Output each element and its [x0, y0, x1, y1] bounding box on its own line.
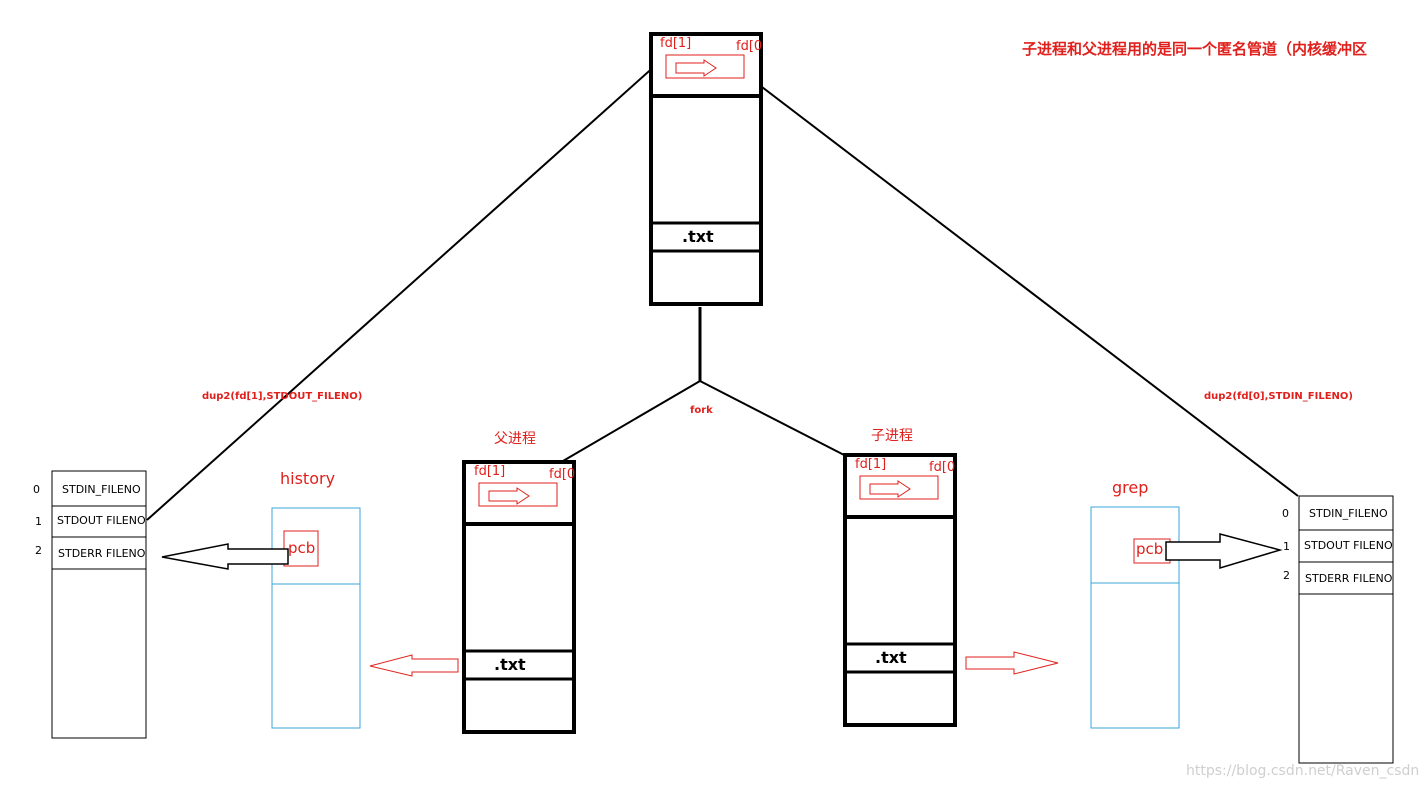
pipe-fd0-label: fd[0 — [736, 39, 763, 54]
child-txt-label: .txt — [875, 648, 907, 667]
left-table-cell: STDIN_FILENO — [62, 483, 141, 496]
child-block — [843, 453, 957, 727]
child-fd0-label: fd[0 — [929, 460, 956, 475]
left-table-cell: STDERR FILENO — [58, 547, 146, 560]
pipe-to-right-table-line — [761, 86, 1299, 497]
watermark: https://blog.csdn.net/Raven_csdn — [1186, 763, 1420, 779]
history-pcb-label: pcb — [288, 539, 316, 557]
parent-fd0-label: fd[0 — [549, 467, 576, 482]
pipe-txt-label: .txt — [682, 227, 714, 246]
fork-to-child-line — [699, 380, 849, 458]
child-fd1-label: fd[1] — [855, 457, 887, 472]
history-to-stderr-arrow-icon — [161, 543, 289, 570]
dup-right-label: dup2(fd[0],STDIN_FILENO) — [1204, 391, 1353, 402]
left-table-index: 0 — [33, 483, 40, 496]
pipe-arrow-icon — [675, 59, 717, 77]
right-table-index: 2 — [1283, 569, 1290, 582]
grep-to-stdout-arrow-icon — [1165, 533, 1283, 570]
pipe-block — [649, 32, 763, 306]
left-fd-table — [51, 470, 147, 739]
right-table-cell: STDIN_FILENO — [1309, 507, 1388, 520]
history-label: history — [280, 469, 336, 488]
fork-label: fork — [690, 405, 713, 416]
history-process-box — [271, 507, 361, 729]
pipe-fd1-label: fd[1] — [660, 36, 692, 51]
dup-left-label: dup2(fd[1],STDOUT_FILENO) — [202, 391, 363, 402]
child-pipe-arrow-icon — [869, 480, 911, 498]
right-table-cell: STDOUT FILENO — [1304, 539, 1393, 552]
child-caption: 子进程 — [871, 428, 913, 444]
fork-to-parent-line — [562, 380, 701, 462]
parent-fd1-label: fd[1] — [474, 464, 506, 479]
parent-caption: 父进程 — [494, 431, 536, 447]
right-table-cell: STDERR FILENO — [1305, 572, 1393, 585]
grep-pcb-label: pcb — [1136, 540, 1164, 558]
right-table-index: 0 — [1282, 507, 1289, 520]
parent-txt-label: .txt — [494, 655, 526, 674]
parent-write-arrow-icon — [369, 654, 459, 677]
parent-block — [462, 460, 576, 734]
child-read-arrow-icon — [965, 651, 1059, 675]
right-table-index: 1 — [1283, 540, 1290, 553]
grep-process-box — [1090, 506, 1180, 729]
left-table-cell: STDOUT FILENO — [57, 514, 146, 527]
grep-label: grep — [1112, 478, 1149, 497]
right-fd-table — [1298, 495, 1394, 764]
left-table-index: 2 — [35, 544, 42, 557]
parent-pipe-arrow-icon — [488, 487, 530, 505]
left-table-index: 1 — [35, 515, 42, 528]
pipe-to-left-table-line — [146, 55, 667, 521]
diagram-title: 子进程和父进程用的是同一个匿名管道（内核缓冲区 — [1022, 40, 1368, 58]
